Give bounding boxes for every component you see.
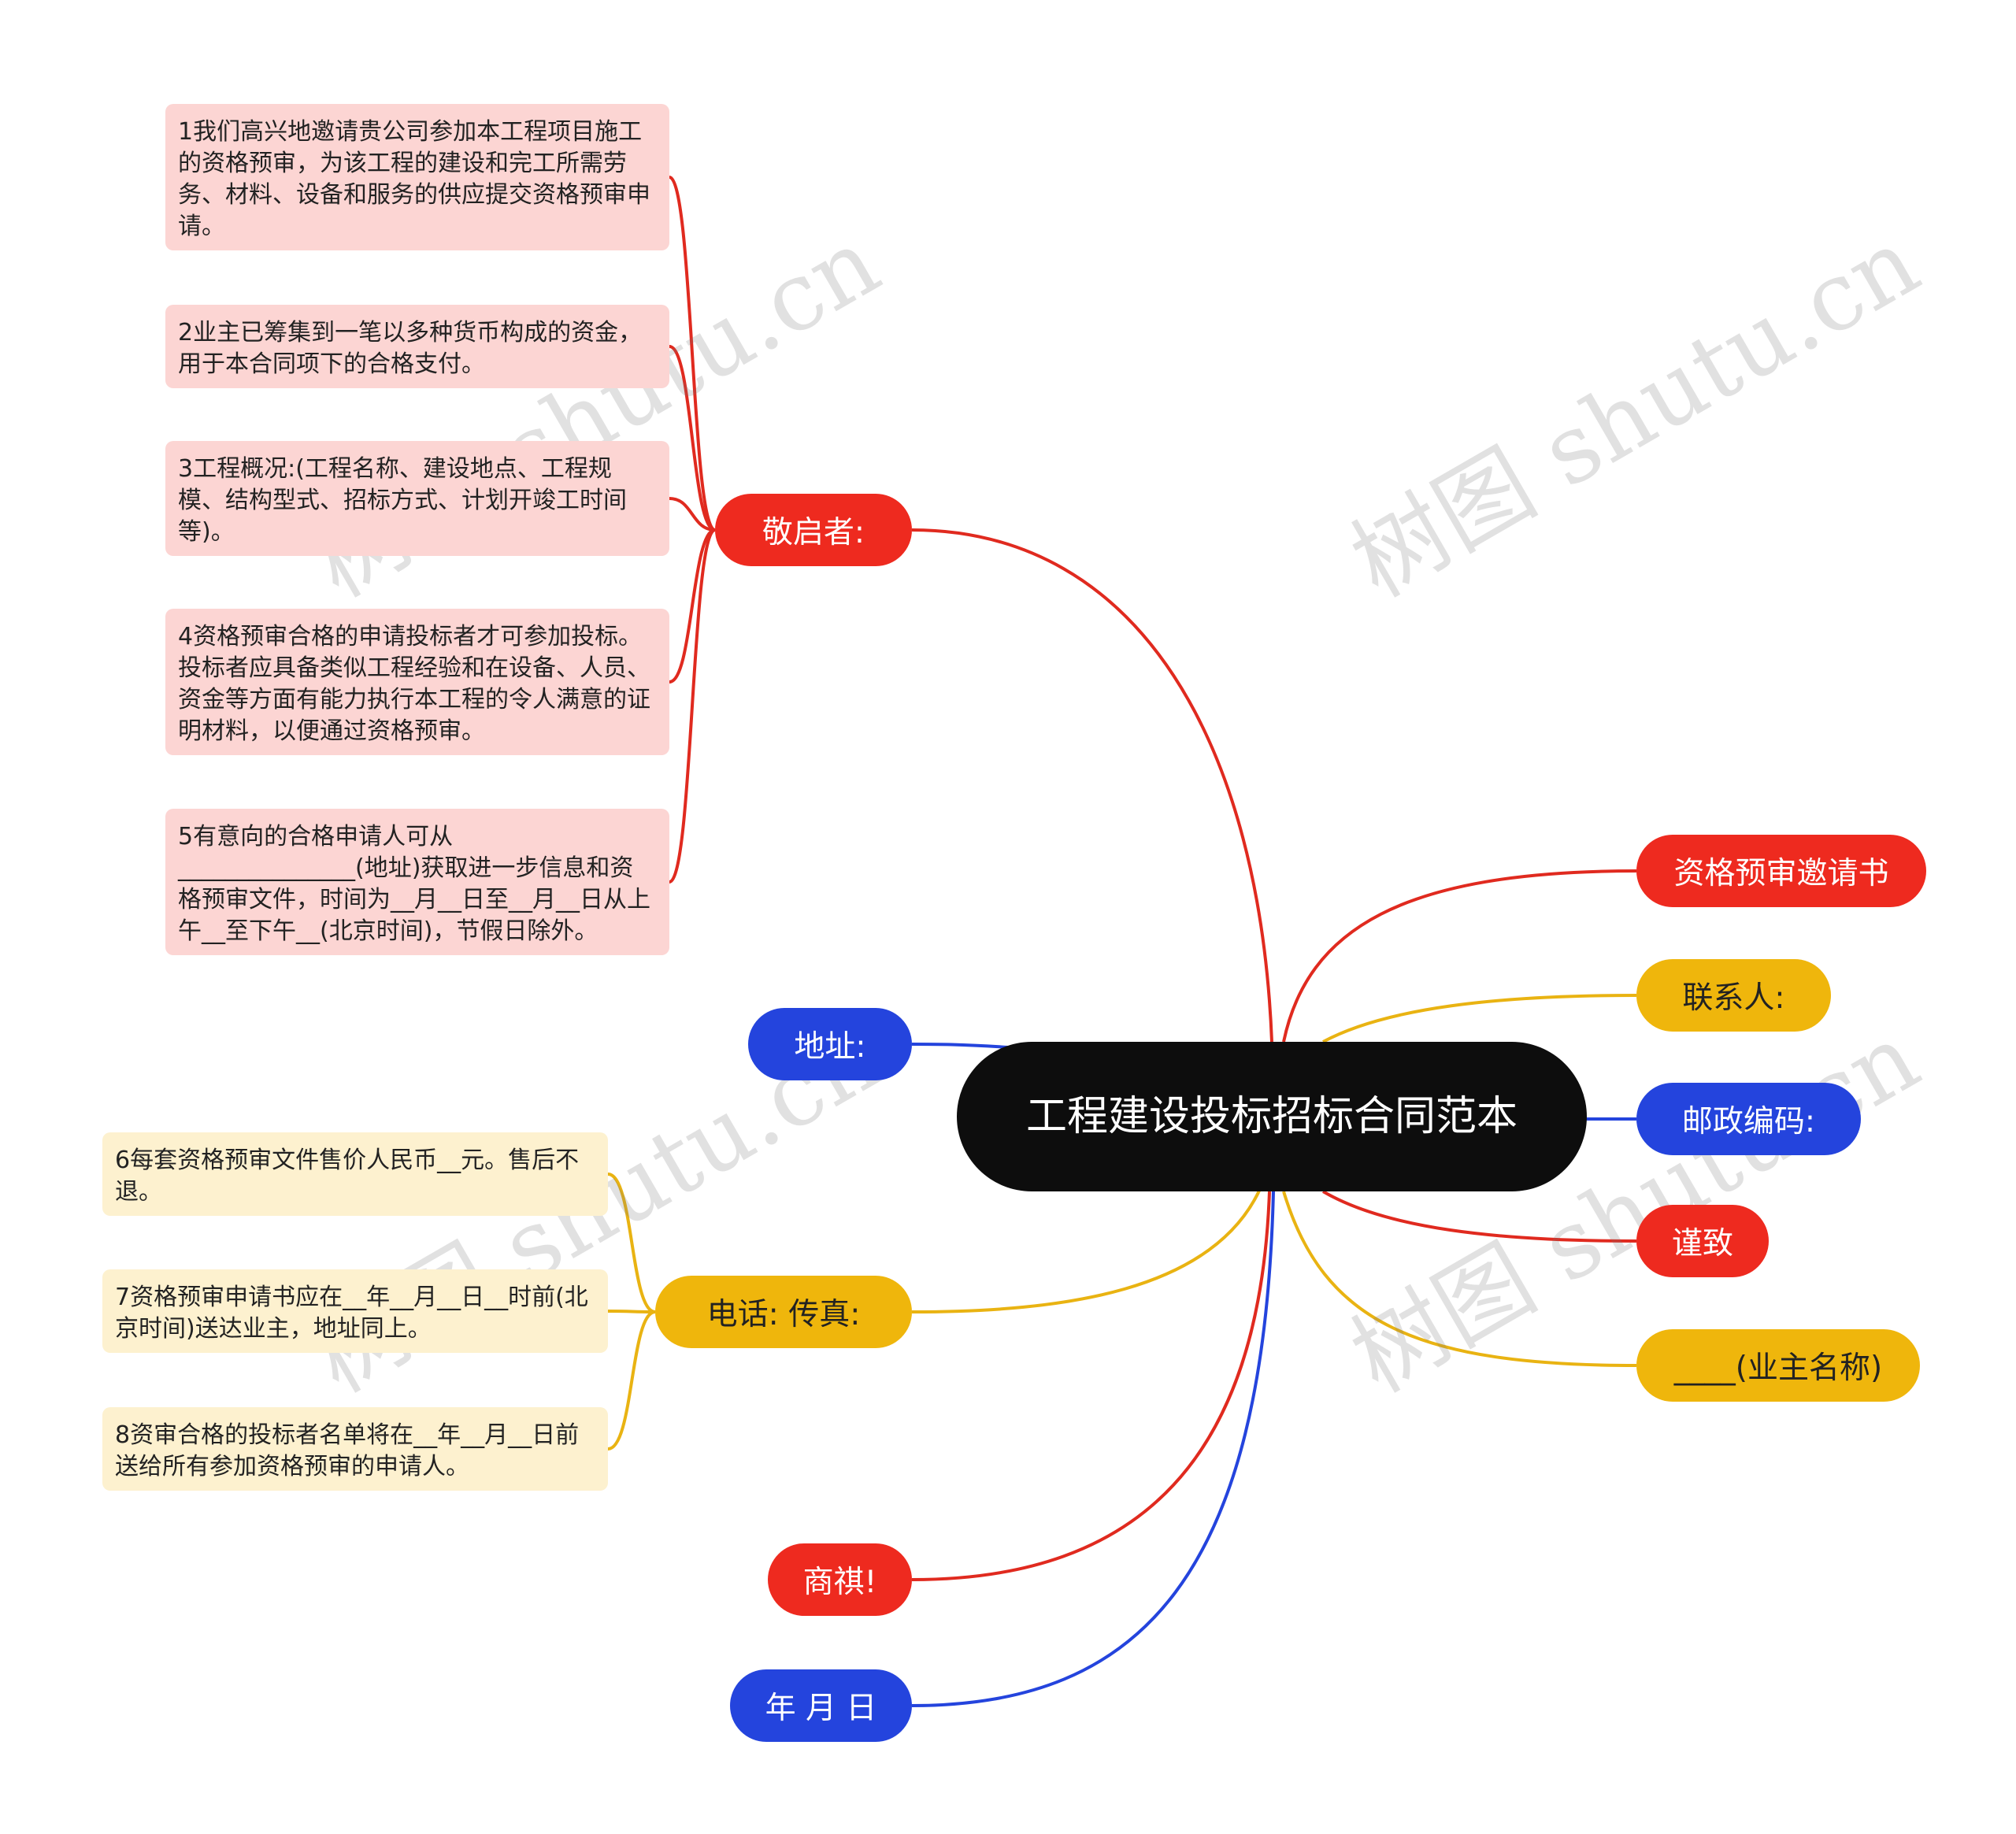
- connector-greeting-item-3: [669, 497, 716, 532]
- connector-phone-item-6: [607, 1173, 656, 1313]
- greeting-item-1[interactable]: 1我们高兴地邀请贵公司参加本工程项目施工的资格预审，为该工程的建设和完工所需劳务…: [165, 104, 669, 250]
- phone-item-8[interactable]: 8资审合格的投标者名单将在__年__月__日前送给所有参加资格预审的申请人。: [102, 1407, 608, 1491]
- branch-address[interactable]: 地址:: [748, 1008, 912, 1080]
- connector-contact: [1322, 994, 1637, 1043]
- branch-owner[interactable]: ____(业主名称): [1636, 1329, 1920, 1402]
- connector-date: [911, 1191, 1275, 1707]
- connector-owner: [1282, 1191, 1637, 1367]
- phone-item-6[interactable]: 6每套资格预审文件售价人民币__元。售后不退。: [102, 1132, 608, 1216]
- connector-address: [911, 1043, 1009, 1049]
- connector-greeting-item-4: [669, 528, 716, 684]
- branch-invitation[interactable]: 资格预审邀请书: [1636, 835, 1926, 907]
- connector-phone-item-8: [607, 1310, 656, 1451]
- connector-greeting-item-2: [669, 345, 716, 532]
- greeting-item-3[interactable]: 3工程概况:(工程名称、建设地点、工程规模、结构型式、招标方式、计划开竣工时间等…: [165, 441, 669, 556]
- branch-greeting[interactable]: 敬启者:: [715, 494, 912, 566]
- branch-date[interactable]: 年 月 日: [730, 1669, 912, 1742]
- phone-item-7[interactable]: 7资格预审申请书应在__年__月__日__时前(北京时间)送达业主，地址同上。: [102, 1269, 608, 1353]
- root-node[interactable]: 工程建设投标招标合同范本: [957, 1042, 1587, 1191]
- connector-greeting: [911, 528, 1273, 1043]
- connector-invitation: [1282, 869, 1637, 1043]
- greeting-item-5[interactable]: 5有意向的合格申请人可从_______________(地址)获取进一步信息和资…: [165, 809, 669, 955]
- branch-contact[interactable]: 联系人:: [1636, 959, 1831, 1032]
- connector-greeting-item-1: [668, 176, 717, 532]
- connector-phone: [911, 1188, 1262, 1313]
- branch-sincerely[interactable]: 谨致: [1636, 1205, 1769, 1277]
- greeting-item-4[interactable]: 4资格预审合格的申请投标者才可参加投标。投标者应具备类似工程经验和在设备、人员、…: [165, 609, 669, 755]
- connector-compliments: [911, 1191, 1271, 1581]
- connector-sincerely: [1321, 1190, 1637, 1243]
- connector-greeting-item-5: [668, 528, 717, 884]
- connector-phone-item-7: [607, 1310, 656, 1313]
- branch-compliments[interactable]: 商祺!: [768, 1543, 912, 1616]
- branch-postcode[interactable]: 邮政编码:: [1636, 1083, 1861, 1155]
- branch-phone-fax[interactable]: 电话: 传真:: [655, 1276, 912, 1348]
- greeting-item-2[interactable]: 2业主已筹集到一笔以多种货币构成的资金，用于本合同项下的合格支付。: [165, 305, 669, 388]
